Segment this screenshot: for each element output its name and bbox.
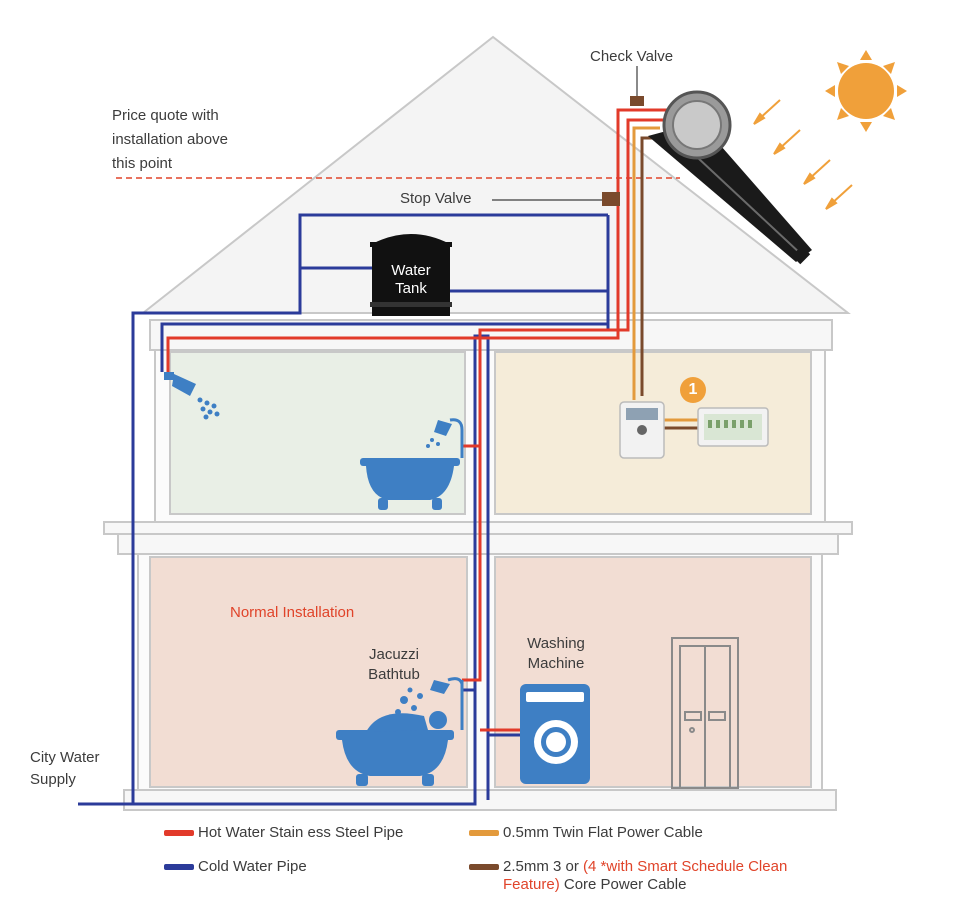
jacuzzi-line-2: Bathtub — [368, 666, 420, 683]
water-tank-label: Water Tank — [372, 262, 450, 298]
floor-band — [103, 521, 853, 535]
washing-machine-label: Washing Machine — [516, 634, 596, 674]
city-water-line-2: Supply — [30, 771, 76, 788]
legend-swatch-thin-cable — [469, 830, 499, 836]
stop-valve — [602, 192, 620, 206]
water-tank-icon — [370, 234, 452, 316]
jacuzzi-line-1: Jacuzzi — [368, 646, 420, 663]
legend-power-cable-25-suffix: Core Power Cable — [563, 876, 687, 893]
jacuzzi-icon — [336, 677, 464, 786]
legend-swatches — [164, 830, 499, 870]
controller-badge: 1 — [680, 377, 706, 403]
sun-icon — [825, 50, 907, 132]
sun-rays — [753, 99, 853, 210]
legend-power-cable-25: 2.5mm 3 or (4 *with Smart Schedule Clean… — [503, 858, 843, 894]
price-quote-label: Price quote with installation above this… — [112, 106, 228, 174]
washing-machine-line-2: Machine — [527, 655, 585, 672]
city-water-line-1: City Water — [30, 749, 100, 766]
door-icon — [671, 637, 739, 789]
city-water-label: City Water Supply — [30, 748, 99, 790]
floor-band-lower — [117, 533, 839, 555]
legend-swatch-cold — [164, 864, 194, 870]
water-tank-line-1: Water — [391, 262, 431, 279]
roof — [140, 35, 851, 314]
price-quote-line-2: installation above — [112, 131, 228, 148]
shower-icon — [164, 372, 220, 420]
price-quote-line-3: this point — [112, 155, 173, 172]
base-slab — [123, 789, 837, 811]
legend-cold-pipe: Cold Water Pipe — [198, 858, 307, 875]
legend-swatch-hot — [164, 830, 194, 836]
legend-swatch-core-cable — [469, 864, 499, 870]
check-valve-label: Check Valve — [590, 48, 674, 65]
washing-machine-icon — [520, 684, 590, 784]
stop-valve-label: Stop Valve — [400, 190, 472, 207]
normal-installation-label: Normal Installation — [230, 604, 355, 621]
controller-icon — [619, 401, 665, 459]
legend-power-cable-25-highlight: (4 *with Smart Schedule Clean Feature) — [503, 858, 788, 893]
check-valve — [630, 96, 644, 106]
washing-machine-line-1: Washing — [527, 635, 585, 652]
water-tank-line-2: Tank — [395, 280, 427, 297]
breaker-panel-icon — [697, 407, 769, 447]
bathtub-icon — [360, 418, 464, 510]
legend-hot-pipe: Hot Water Stain ess Steel Pipe — [198, 824, 404, 841]
hot-water-pipes — [166, 108, 680, 732]
cold-water-pipes — [78, 213, 610, 806]
legend-power-cable-25-prefix: 2.5mm 3 or — [503, 858, 579, 875]
legend-power-cable-05: 0.5mm Twin Flat Power Cable — [503, 824, 703, 841]
solar-heater-icon — [648, 90, 812, 265]
jacuzzi-label: Jacuzzi Bathtub — [354, 645, 434, 685]
price-quote-line-1: Price quote with — [112, 107, 219, 124]
